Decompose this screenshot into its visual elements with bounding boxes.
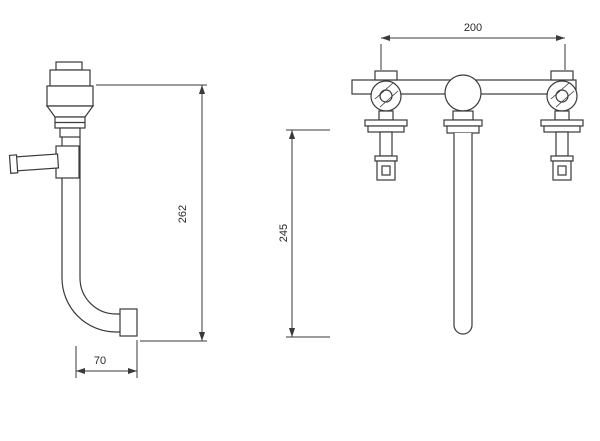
right-valve-neck xyxy=(554,110,570,121)
right-knob-hatch-2 xyxy=(555,90,575,108)
dimension-side-height: 262 xyxy=(96,84,207,342)
dimension-label-front-width: 200 xyxy=(464,22,482,34)
right-valve-flange-top xyxy=(540,119,584,127)
right-handle-knob xyxy=(546,80,578,112)
right-knob-hatch-1 xyxy=(550,82,570,100)
front-view xyxy=(351,70,584,335)
left-valve-flange-bottom xyxy=(367,125,405,133)
handle-lever-end xyxy=(8,154,19,174)
left-valve-nut-inner xyxy=(381,165,391,176)
spout-tube xyxy=(453,133,473,335)
side-view xyxy=(8,61,138,337)
valve-upper-body xyxy=(49,69,91,87)
riser-pipe-outer-edge xyxy=(61,137,120,333)
right-valve-stem xyxy=(555,131,569,157)
dimension-label-side-reach: 70 xyxy=(94,355,106,367)
left-handle-knob xyxy=(370,80,402,112)
spout-end-cap xyxy=(119,308,138,337)
left-valve-stem xyxy=(379,131,393,157)
handle-lever-group xyxy=(8,153,60,174)
valve-main-body xyxy=(46,85,94,107)
spout-flange-bottom xyxy=(446,125,480,134)
handle-pivot-block xyxy=(55,145,80,179)
handle-lever xyxy=(14,153,60,172)
dimension-front-height: 245 xyxy=(278,129,330,338)
left-knob-hatch-2 xyxy=(379,90,399,108)
spout-neck xyxy=(452,110,474,121)
dimension-front-width: 200 xyxy=(380,22,566,70)
spout-flange-top xyxy=(443,119,483,127)
left-mounting-lug xyxy=(374,70,398,81)
riser-pipe-inner-edge xyxy=(79,137,120,315)
right-mounting-lug xyxy=(550,70,574,81)
dimension-side-reach: 70 xyxy=(75,340,138,378)
valve-cap xyxy=(55,61,83,71)
left-valve-neck xyxy=(378,110,394,121)
valve-taper xyxy=(45,105,95,118)
left-knob-hatch-1 xyxy=(374,82,394,100)
valve-collar xyxy=(59,127,81,138)
right-valve-plate xyxy=(550,155,574,162)
right-valve-nut xyxy=(552,160,572,181)
left-valve-nut xyxy=(376,160,396,181)
dimension-label-front-height: 245 xyxy=(278,224,290,242)
center-valve-circle xyxy=(444,74,482,112)
right-valve-nut-inner xyxy=(557,165,567,176)
left-valve-plate xyxy=(374,155,398,162)
left-valve-flange-top xyxy=(364,119,408,127)
right-valve-flange-bottom xyxy=(543,125,581,133)
dimension-label-side-height: 262 xyxy=(177,205,189,223)
